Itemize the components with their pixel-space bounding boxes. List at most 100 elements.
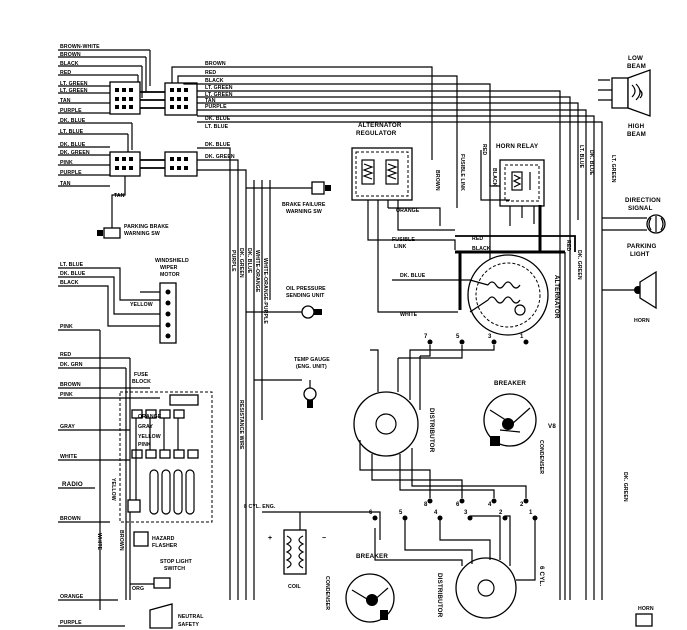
fuse-wire: ORANGE [138,414,162,420]
wire-label: LT. GREEN [205,85,233,91]
wire-label: TAN [60,98,71,104]
dk-blue-label: DK. BLUE [400,273,426,279]
wire-label: LT. GREEN [60,88,88,94]
vert-label: DK. GREEN [238,248,244,278]
brake-failure-switch: BRAKE FAILURE WARNING SW [246,181,331,215]
wire-label: BROWN [205,61,226,67]
v8-label: V8 [548,423,556,430]
parking-brake-label-1: PARKING BRAKE [124,224,169,230]
distributor-top-label: DISTRIBUTOR [428,408,435,453]
eight-cyl-label: 8 CYL. ENG. [244,504,276,510]
wire-label: DK. BLUE [205,116,231,122]
parking-brake-switch: TAN PARKING BRAKE WARNING SW [97,176,169,239]
vert-label: WHITE-ORANGE [254,250,260,293]
resistance-wire-label: RESISTANCE WIRE [238,400,244,450]
black-wire-label: BLACK [472,246,491,252]
hazard-flasher: WHITE BROWN HAZARD FLASHER STOP LIGHT SW… [96,530,204,629]
dist8-num: 6 [456,502,460,508]
wire-label: TAN [60,181,71,187]
wire-label: PURPLE [205,104,227,110]
wire-label: DK. BLUE [205,142,231,148]
dist6-num: 6 [369,510,373,516]
pink-label: PINK [60,324,73,330]
wire-label: BLACK [60,280,79,286]
wire-label: RED [60,70,71,76]
oil-pressure-unit: OIL PRESSURE SENDING UNIT [246,286,326,319]
temp-gauge-unit: TEMP GAUGE (ENG. UNIT) [254,357,330,408]
vert-label: WHITE-ORANGE-PURPLE [262,258,268,324]
low-beam-label-1: LOW [628,55,643,62]
white-vert-label: WHITE [96,533,102,551]
alternator-regulator: ALTERNATOR REGULATOR ORANGE FUSIBLE LINK… [351,122,470,318]
brown-vert-short: BROWN [118,530,124,551]
distributor-bottom-label: DISTRIBUTOR [436,573,443,618]
pink-mid-label: PINK [60,392,73,398]
lt-blue-right: LT. BLUE [578,145,584,169]
tan-label: TAN [114,193,125,199]
org-label: ORG [132,586,144,592]
breaker-bottom-label: BREAKER [356,553,388,560]
wire-label: DK. GRN [60,362,83,368]
wire-label: TAN [205,98,216,104]
wire-label: PURPLE [60,108,82,114]
headlamp: LOW BEAM HIGH BEAM [598,55,651,138]
minus-label: − [322,535,326,542]
wire-label: DK. BLUE [60,142,86,148]
dk-green-low: DK. GREEN [622,472,628,502]
fuse-block-label-2: BLOCK [132,379,151,385]
radio-label: RADIO [62,481,83,488]
dist6-num: 2 [499,510,503,516]
wire-label: LT. GREEN [60,81,88,87]
white-left-label: WHITE [60,454,78,460]
six-cyl-breaker: BREAKER CONDENSER [324,553,395,623]
horn-relay-label: HORN RELAY [496,143,539,150]
red-vert: RED [565,240,571,251]
coil: 8 CYL. ENG. + − COIL [244,504,381,590]
purple-low-label: PURPLE [60,620,82,626]
breaker-top-label: BREAKER [494,380,526,387]
hazard-label-1: HAZARD [152,536,175,542]
horn-relay: HORN RELAY RED BLACK [480,143,545,226]
hazard-label-2: FLASHER [152,543,177,549]
wire-label: RED [60,352,71,358]
orange-low-label: ORANGE [60,594,84,600]
dk-green-right: DK. GREEN [576,250,582,280]
wire-label: PINK [60,160,73,166]
yellow-wire-label: YELLOW [130,302,153,308]
dist6-num: 1 [529,510,533,516]
vert-label: PURPLE [230,250,236,272]
lt-green-right: LT. GREEN [610,155,616,183]
red-short-label: RED [481,144,487,155]
wire-label: LT. BLUE [205,124,229,130]
high-beam-label-2: BEAM [627,131,646,138]
fusible-link-label-2: LINK [394,244,407,250]
left-top-harness: BROWN-WHITE BROWN BLACK RED LT. GREEN LT… [58,44,151,187]
dist8-num: 2 [520,502,524,508]
brown-mid-label: BROWN [60,382,81,388]
wire-label: PURPLE [60,170,82,176]
horn-bottom-label: HORN [638,606,654,612]
alternator-label: ALTERNATOR [553,275,560,319]
brown-low-label: BROWN [60,516,81,522]
wiper-label-3: MOTOR [160,272,180,278]
stop-light-label-1: STOP LIGHT [160,559,193,565]
temp-gauge-label-2: (ENG. UNIT) [296,364,327,370]
coil-label: COIL [288,584,302,590]
fuse-block: FUSE BLOCK ORANGE GRAY YELLOW PINK YELLO… [110,372,213,523]
fusible-link-label-1: FUSIBLE [392,237,415,243]
black-short-label: BLACK [491,168,497,187]
oil-pressure-label-1: OIL PRESSURE [286,286,326,292]
dist8-num: 5 [456,334,460,340]
dist8-num: 4 [488,502,492,508]
wiper-label-2: WIPER [160,265,178,271]
direction-label-1: DIRECTION [625,197,661,204]
orange-wire-label: ORANGE [396,208,420,214]
horn-device: HORN HORN [602,270,657,627]
dist8-num: 3 [488,334,492,340]
brake-failure-label-1: BRAKE FAILURE [282,202,326,208]
dist8-num: 8 [424,502,428,508]
low-beam-label-2: BEAM [627,63,646,70]
direction-label-2: SIGNAL [628,205,653,212]
direction-signal: DIRECTION SIGNAL PARKING LIGHT [602,197,666,258]
